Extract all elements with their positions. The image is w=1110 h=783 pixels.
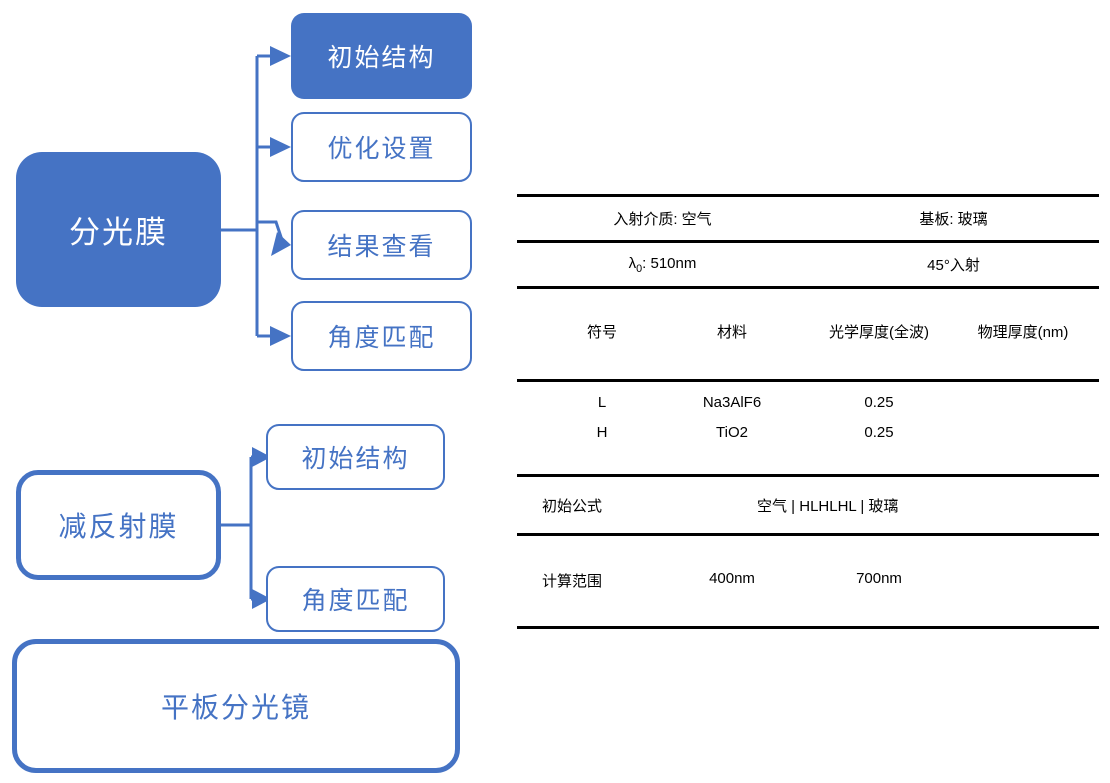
column-header-symbol: 符号 — [586, 324, 617, 341]
layer-symbol: H — [596, 424, 608, 441]
initial-formula-label: 初始公式 — [542, 498, 603, 515]
calculation-range-start: 400nm — [709, 570, 755, 587]
node-beamsplitter-angle-matching[interactable]: 角度匹配 — [291, 301, 472, 371]
lambda-subscript: 0 — [636, 262, 643, 275]
substrate-cell: 基板: 玻璃 — [919, 211, 988, 228]
incident-medium-cell: 入射介质: 空气 — [613, 211, 712, 228]
node-label: 初始结构 — [327, 44, 436, 72]
table-row-wavelength-angle: λ0: 510nm 45°入射 — [517, 243, 1099, 286]
node-label: 平板分光镜 — [160, 692, 311, 723]
layer-material: TiO2 — [716, 424, 748, 441]
table-row: L Na3AlF6 0.25 — [517, 394, 1099, 424]
layer-optical-thickness: 0.25 — [864, 424, 894, 441]
table-row: H TiO2 0.25 — [517, 424, 1099, 454]
table-rule-top — [517, 194, 1099, 197]
column-header-physical-thickness: 物理厚度(nm) — [977, 324, 1069, 341]
column-header-material: 材料 — [716, 324, 747, 341]
node-antireflection-root[interactable]: 减反射膜 — [16, 470, 221, 580]
table-rule-bottom — [517, 626, 1099, 629]
node-label: 减反射膜 — [58, 511, 179, 542]
node-label: 结果查看 — [327, 233, 436, 261]
table-header-row: 符号 材料 光学厚度(全波) 物理厚度(nm) — [517, 289, 1099, 379]
node-label: 优化设置 — [327, 135, 436, 163]
table-rule-3 — [517, 379, 1099, 382]
column-header-optical-thickness: 光学厚度(全波) — [829, 324, 929, 341]
node-plate-beamsplitter[interactable]: 平板分光镜 — [12, 639, 460, 773]
layer-symbol: L — [597, 394, 607, 411]
table-row-calculation-range: 计算范围 400nm 700nm — [517, 536, 1099, 626]
initial-formula-value: 空气 | HLHLHL | 玻璃 — [757, 498, 899, 515]
table-rule-4 — [517, 474, 1099, 477]
node-beamsplitter-result-view[interactable]: 结果查看 — [291, 210, 472, 280]
table-rule-1 — [517, 240, 1099, 243]
node-antireflection-angle-matching[interactable]: 角度匹配 — [266, 566, 445, 632]
node-label: 角度匹配 — [327, 324, 436, 352]
table-layers-body: L Na3AlF6 0.25 H TiO2 0.25 — [517, 382, 1099, 474]
table-rule-2 — [517, 286, 1099, 289]
layer-optical-thickness: 0.25 — [864, 394, 894, 411]
wavelength-value: : 510nm — [642, 254, 697, 272]
coating-spec-table: 入射介质: 空气 基板: 玻璃 λ0: 510nm 45°入射 符号 材料 光学… — [517, 194, 1099, 629]
node-label: 角度匹配 — [301, 587, 410, 615]
reference-wavelength-cell: λ0: 510nm — [517, 255, 808, 275]
node-label: 初始结构 — [301, 445, 410, 473]
table-row-initial-formula: 初始公式 空气 | HLHLHL | 玻璃 — [517, 477, 1099, 533]
node-beamsplitter-optimization-settings[interactable]: 优化设置 — [291, 112, 472, 182]
node-antireflection-initial-structure[interactable]: 初始结构 — [266, 424, 445, 490]
table-rule-5 — [517, 533, 1099, 536]
lambda-symbol: λ — [628, 254, 637, 272]
node-label: 分光膜 — [69, 215, 168, 250]
calculation-range-label: 计算范围 — [542, 573, 603, 590]
node-beamsplitter-root[interactable]: 分光膜 — [16, 152, 221, 307]
node-beamsplitter-initial-structure[interactable]: 初始结构 — [291, 13, 472, 99]
calculation-range-end: 700nm — [856, 570, 902, 587]
layer-material: Na3AlF6 — [702, 394, 762, 411]
incidence-angle-cell: 45°入射 — [927, 257, 980, 274]
table-row-medium-substrate: 入射介质: 空气 基板: 玻璃 — [517, 197, 1099, 240]
flow-diagram: 分光膜 初始结构 优化设置 结果查看 角度匹配 减反射膜 初始结构 角度匹配 平… — [0, 0, 500, 783]
